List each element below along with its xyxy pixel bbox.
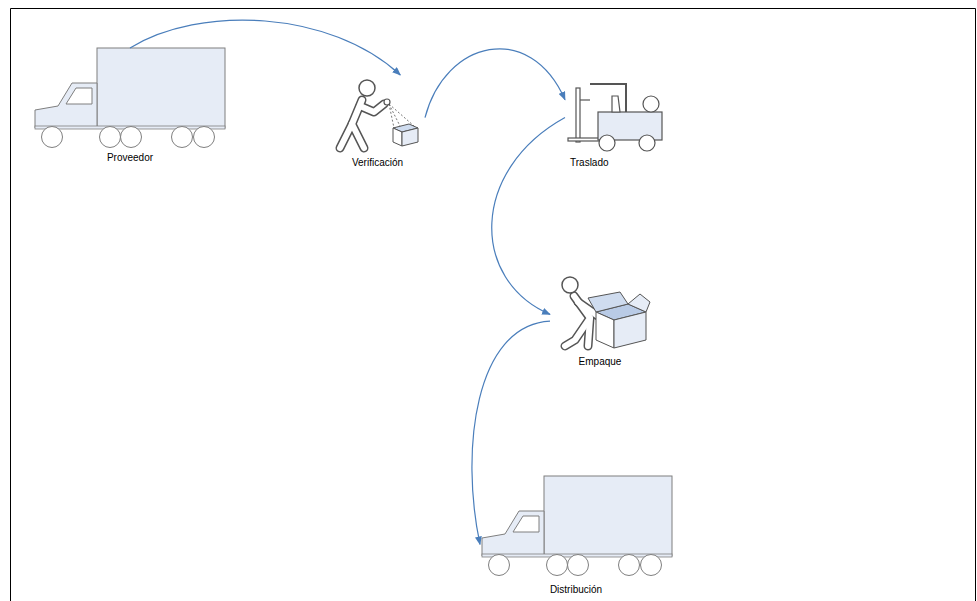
forklift-icon — [568, 84, 662, 151]
process-node: Empaque — [550, 275, 650, 371]
step-label: Empaque — [579, 356, 622, 368]
truck-icon — [482, 476, 672, 576]
flow-arrow — [425, 49, 565, 118]
process-node: Distribución — [480, 475, 672, 599]
process-node: Verificación — [330, 75, 425, 172]
flow-arrow — [492, 118, 565, 315]
truck-icon — [35, 48, 225, 148]
step-label: Distribución — [550, 584, 602, 596]
flow-arrow — [472, 321, 550, 544]
step-label: Proveedor — [107, 152, 153, 164]
flow-arrow — [130, 20, 400, 75]
process-node: Proveedor — [32, 48, 228, 167]
page-frame — [11, 9, 976, 601]
step-label: Traslado — [570, 157, 609, 169]
packer-icon — [562, 277, 650, 348]
step-label: Verificación — [352, 157, 403, 169]
process-node: Traslado — [565, 73, 665, 172]
inspector-icon — [340, 80, 418, 148]
